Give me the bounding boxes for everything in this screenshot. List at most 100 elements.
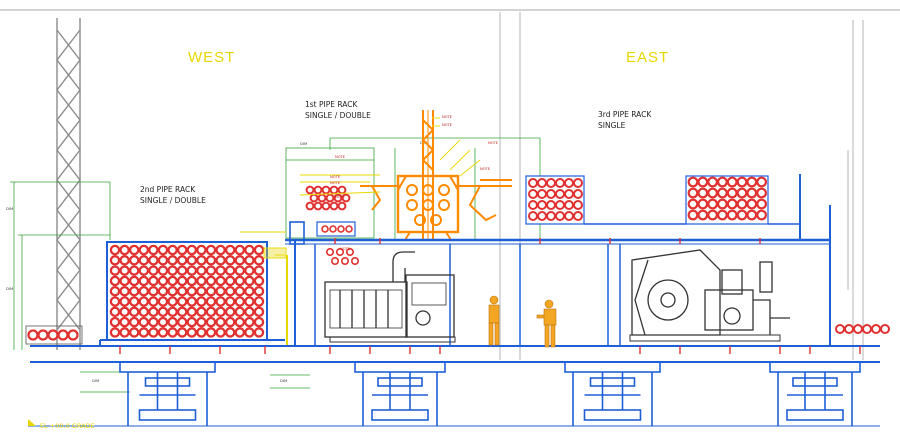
foundation-member: [786, 409, 844, 421]
pipe-section: [756, 176, 767, 188]
pipe-section: [205, 265, 217, 276]
pipe-section: [555, 189, 565, 199]
pipe-section: [186, 306, 198, 318]
pipe-section: [564, 211, 574, 221]
pipe-section: [109, 306, 121, 318]
pipe-section: [244, 285, 255, 297]
pipe-section: [215, 275, 226, 287]
svg-text:NOTE: NOTE: [488, 141, 499, 145]
pipe-section: [756, 187, 767, 199]
pipe-section: [717, 198, 728, 210]
pipe-section: [234, 255, 246, 266]
pipe-rack-3: [525, 175, 769, 225]
pipe-section: [253, 275, 265, 287]
pipe-section: [148, 244, 159, 256]
pipe-section: [736, 176, 748, 188]
pipe-section: [224, 255, 236, 266]
pipe-section: [546, 211, 556, 221]
pipe-section: [687, 198, 699, 210]
pipe-section: [224, 296, 236, 307]
foundation-member: [354, 361, 446, 373]
pipe-section: [253, 255, 265, 266]
pipe-section: [148, 316, 159, 328]
annotation-leaders: [240, 117, 481, 345]
pipe-section: [186, 296, 198, 307]
pipe-section: [687, 176, 699, 188]
pipe-section: [196, 275, 207, 287]
pipe-section: [234, 265, 246, 276]
pipe-section: [128, 327, 140, 338]
pipe-section: [205, 285, 217, 297]
pipe-section: [148, 327, 159, 338]
pipe-section: [234, 316, 246, 328]
pipe-section: [205, 306, 217, 318]
rack2-label-line2: SINGLE / DOUBLE: [140, 196, 206, 205]
pipe-section: [215, 244, 226, 256]
pipe-section: [157, 316, 169, 328]
pipe-section: [253, 244, 265, 256]
pipe-section: [128, 275, 140, 287]
pipe-section: [138, 265, 150, 276]
pipe-section: [224, 316, 236, 328]
pipe-section: [215, 306, 226, 318]
pipe-section: [148, 255, 159, 266]
pipe-section: [321, 185, 331, 195]
worker-figure-1: [488, 295, 500, 346]
pipe-section: [717, 209, 728, 221]
foundation-member: [792, 377, 838, 387]
svg-text:DIM: DIM: [6, 286, 13, 291]
lattice-mast: [56, 18, 81, 350]
pipe-section: [138, 285, 150, 297]
pipe-section: [736, 209, 748, 221]
pipe-section: [573, 211, 583, 221]
pipe-section: [109, 296, 121, 307]
pipe-section: [746, 198, 758, 210]
pipe-section: [119, 327, 130, 338]
svg-text:NOTE: NOTE: [330, 175, 341, 179]
pipe-section: [167, 275, 178, 287]
pipe-section: [707, 209, 718, 221]
mud-pump: [629, 249, 790, 342]
pipe-section: [119, 306, 130, 318]
svg-text:DIM: DIM: [92, 378, 99, 383]
pipe-section: [244, 255, 255, 266]
pipe-section: [109, 316, 121, 328]
pipe-section: [707, 187, 718, 199]
pipe-section: [253, 285, 265, 297]
pipe-section: [148, 296, 159, 307]
pipe-section: [205, 244, 217, 256]
pipe-section: [119, 316, 130, 328]
pipe-section: [564, 189, 574, 199]
pipe-section: [109, 327, 121, 338]
pipe-section: [244, 244, 255, 256]
pipe-section: [148, 265, 159, 276]
pipe-section: [196, 265, 207, 276]
pipe-section: [128, 306, 140, 318]
pipe-section: [148, 285, 159, 297]
svg-text:NOTE: NOTE: [335, 155, 346, 159]
pipe-section: [341, 193, 351, 203]
pipe-section: [176, 327, 188, 338]
pipe-section: [157, 275, 169, 287]
pipe-section: [186, 285, 198, 297]
pipe-section: [537, 189, 547, 199]
rack2-label-line1: 2nd PIPE RACK: [140, 185, 196, 194]
pipe-section: [726, 176, 738, 188]
pipe-section: [537, 200, 547, 210]
pipe-section: [138, 244, 150, 256]
pipe-section: [157, 306, 169, 318]
pipe-section: [321, 201, 331, 211]
pipe-section: [215, 296, 226, 307]
pipe-section: [224, 285, 236, 297]
pipe-section: [138, 316, 150, 328]
rack1-label-line1: 1st PIPE RACK: [305, 100, 359, 109]
pipe-section: [697, 198, 709, 210]
pipe-section: [176, 316, 188, 328]
pipe-section: [564, 200, 574, 210]
pipe-section: [224, 306, 236, 318]
pipe-section: [167, 316, 178, 328]
pipe-section: [109, 285, 121, 297]
pipe-section: [157, 327, 169, 338]
east-label: EAST: [626, 49, 669, 66]
pipe-section: [537, 211, 547, 221]
